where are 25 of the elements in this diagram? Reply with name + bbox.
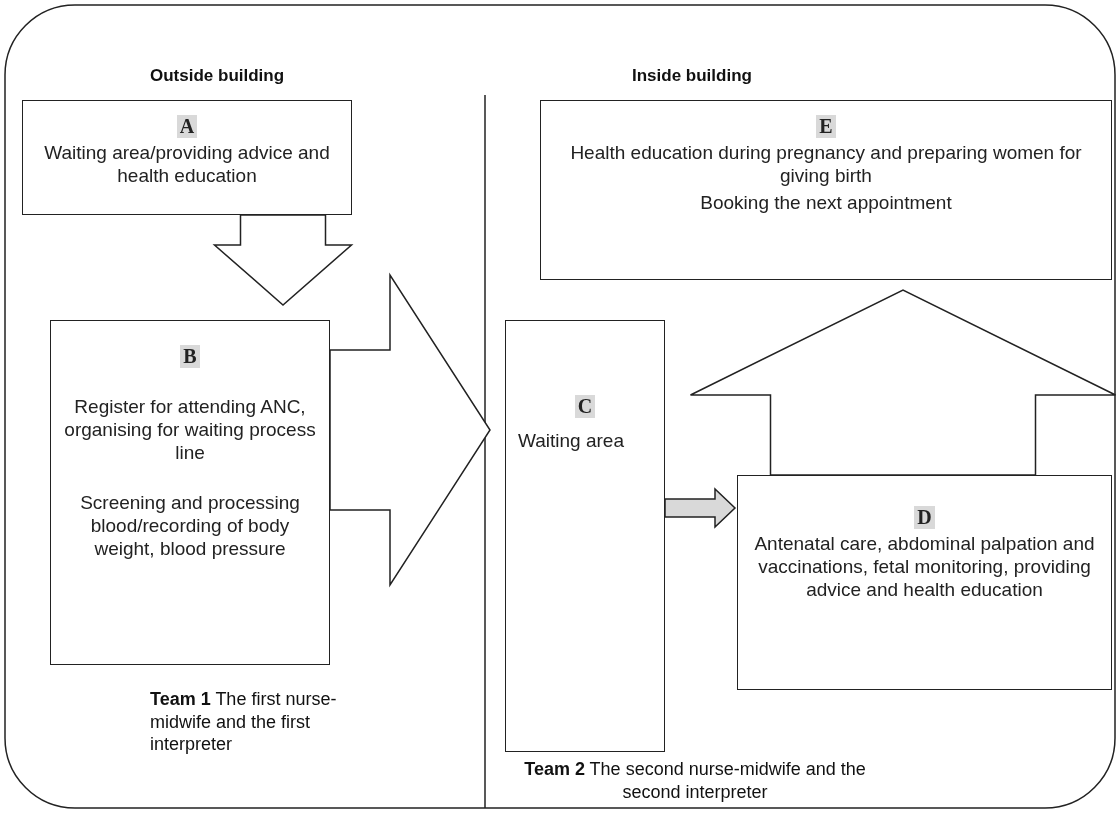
process-box <box>50 320 330 665</box>
process-box <box>505 320 665 752</box>
process-box <box>22 100 352 215</box>
box-text: Antenatal care, abdominal palpation and vaccinations, fetal monitoring, providing advice and health education <box>753 533 1096 602</box>
process-box <box>737 475 1112 690</box>
section-letter: C <box>574 395 596 418</box>
box-text: Waiting area <box>518 430 624 453</box>
process-box <box>540 100 1112 280</box>
block-arrow <box>689 289 1117 476</box>
area-heading: Inside building <box>632 66 753 86</box>
section-letter: D <box>914 506 935 529</box>
block-arrow <box>329 272 491 588</box>
block-arrow <box>664 487 737 529</box>
area-heading: Outside building <box>150 66 286 86</box>
section-letter: A <box>176 115 198 138</box>
team-note: Team 1 The first nurse-midwife and the first interpreter <box>150 688 338 756</box>
team-note: Team 2 The second nurse-midwife and the second interpreter <box>523 758 867 803</box>
box-text: Waiting area/providing advice and health education <box>43 142 331 188</box>
section-letter: E <box>816 115 836 138</box>
box-text: Booking the next appointment <box>700 191 952 215</box>
box-text: Register for attending ANC, organising for waiting process line <box>63 396 317 465</box>
box-text: Health education during pregnancy and preparing women for giving birth <box>569 142 1083 188</box>
box-text: Screening and processing blood/recording of body weight, blood pressure <box>79 492 301 561</box>
block-arrow <box>212 214 354 306</box>
section-letter: B <box>180 345 200 368</box>
